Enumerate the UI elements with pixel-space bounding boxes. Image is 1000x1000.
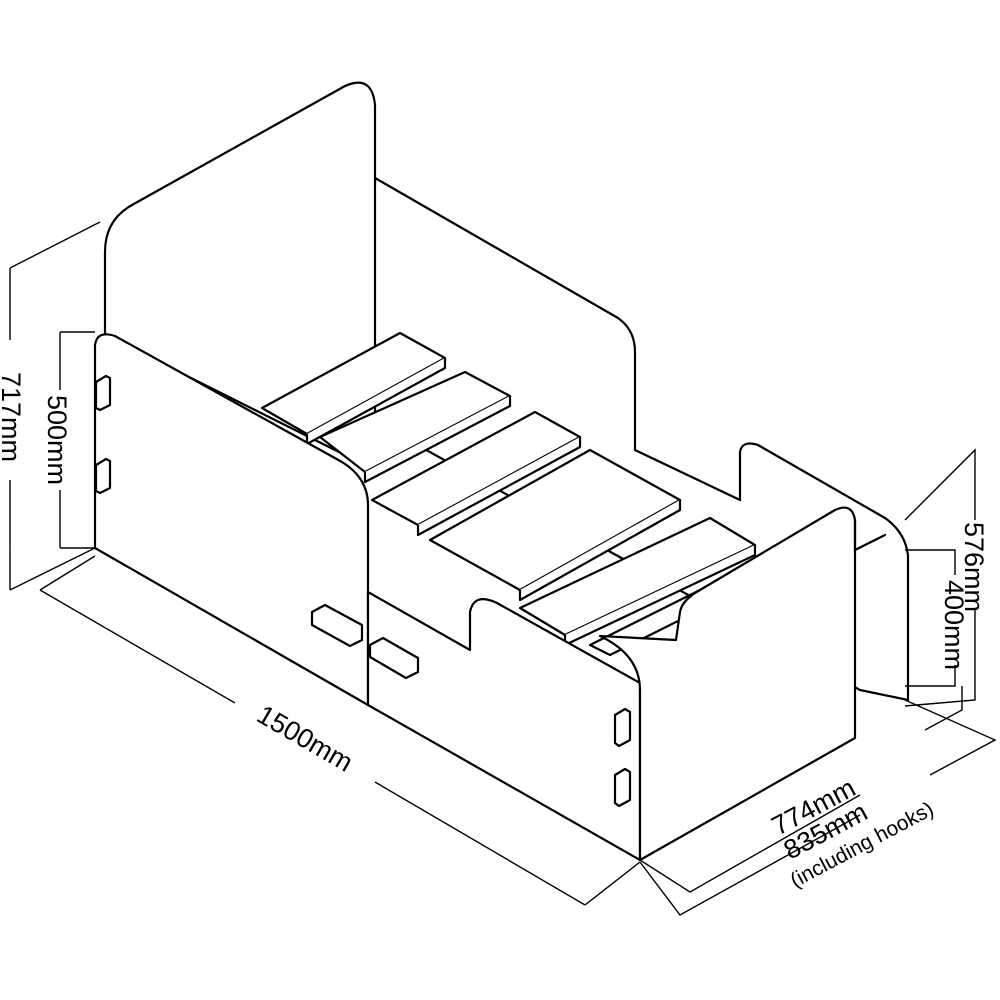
hooks: [94, 374, 632, 808]
footboard-panel-height-label: 400mm: [939, 580, 969, 670]
overall-height-label: 717mm: [0, 372, 26, 462]
front-side-rail: [366, 590, 642, 862]
footboard-panel: [598, 506, 857, 862]
length-label: 1500mm: [252, 699, 358, 778]
side-panel-height-label: 500mm: [42, 395, 72, 485]
dimension-lines: [9, 221, 997, 916]
front-left-end-panel: [93, 333, 370, 707]
headboard: [103, 81, 377, 472]
footboard-height-label: 576mm: [959, 522, 989, 612]
